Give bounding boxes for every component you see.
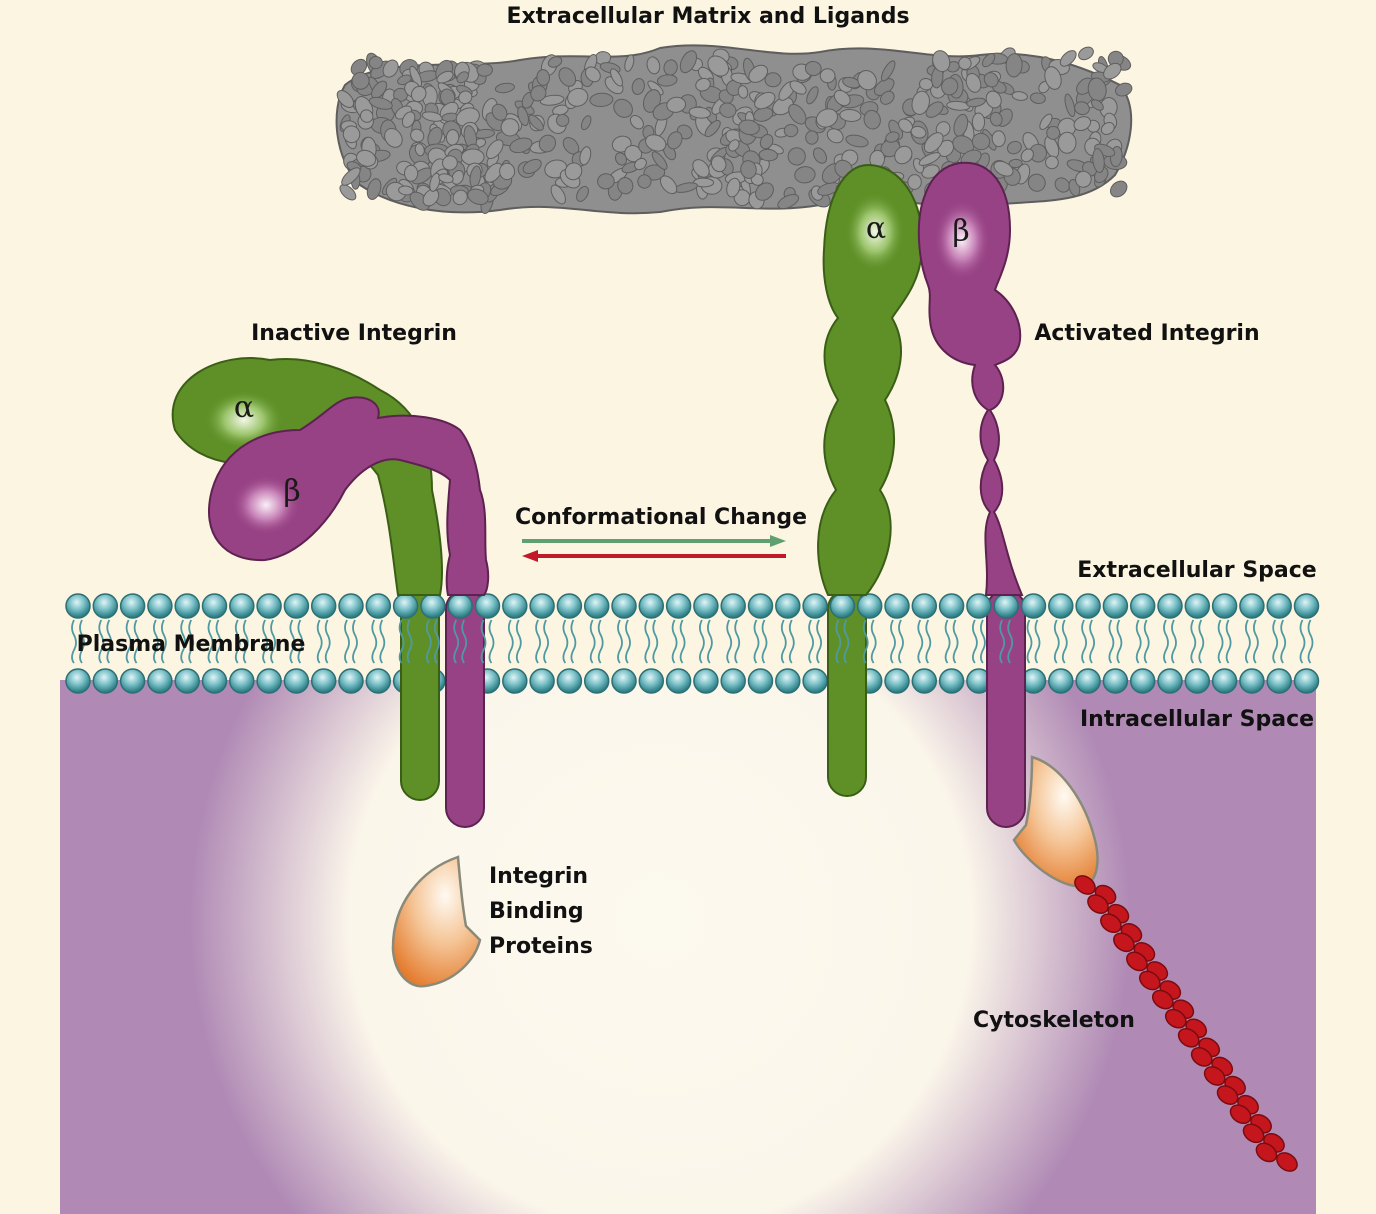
inactive-alpha-label: α xyxy=(234,390,254,425)
intracellular-space-label: Intracellular Space xyxy=(1080,707,1314,732)
active-beta-label: β xyxy=(952,214,969,249)
extracellular-space-label: Extracellular Space xyxy=(1077,558,1316,583)
cytoplasm-region xyxy=(60,680,1316,1214)
inactive-integrin: α β xyxy=(171,357,490,596)
extracellular-matrix xyxy=(335,44,1133,215)
inactive-integrin-tails xyxy=(400,589,485,828)
integrin-binding-protein-free xyxy=(391,855,482,988)
binding-proteins-label-line2: Binding xyxy=(489,899,584,924)
binding-proteins-label-line1: Integrin xyxy=(489,864,588,889)
binding-proteins-label-line3: Proteins xyxy=(489,934,593,959)
plasma-membrane-lower-leaflet xyxy=(65,668,1320,694)
ecm-label: Extracellular Matrix and Ligands xyxy=(506,4,909,29)
activated-integrin-label: Activated Integrin xyxy=(1034,321,1259,346)
plasma-membrane-label: Plasma Membrane xyxy=(77,632,306,657)
active-alpha-label: α xyxy=(866,211,886,246)
conformational-change-label: Conformational Change xyxy=(515,505,807,530)
cytoskeleton-filament xyxy=(1074,875,1298,1172)
inactive-beta-label: β xyxy=(283,474,300,509)
activated-integrin: α β xyxy=(817,161,1024,596)
active-integrin-tails xyxy=(827,589,1026,828)
plasma-membrane-upper-leaflet xyxy=(65,593,1320,664)
cytoskeleton-label: Cytoskeleton xyxy=(973,1008,1135,1033)
conformational-change-arrows xyxy=(522,535,786,562)
inactive-integrin-label: Inactive Integrin xyxy=(251,321,457,346)
